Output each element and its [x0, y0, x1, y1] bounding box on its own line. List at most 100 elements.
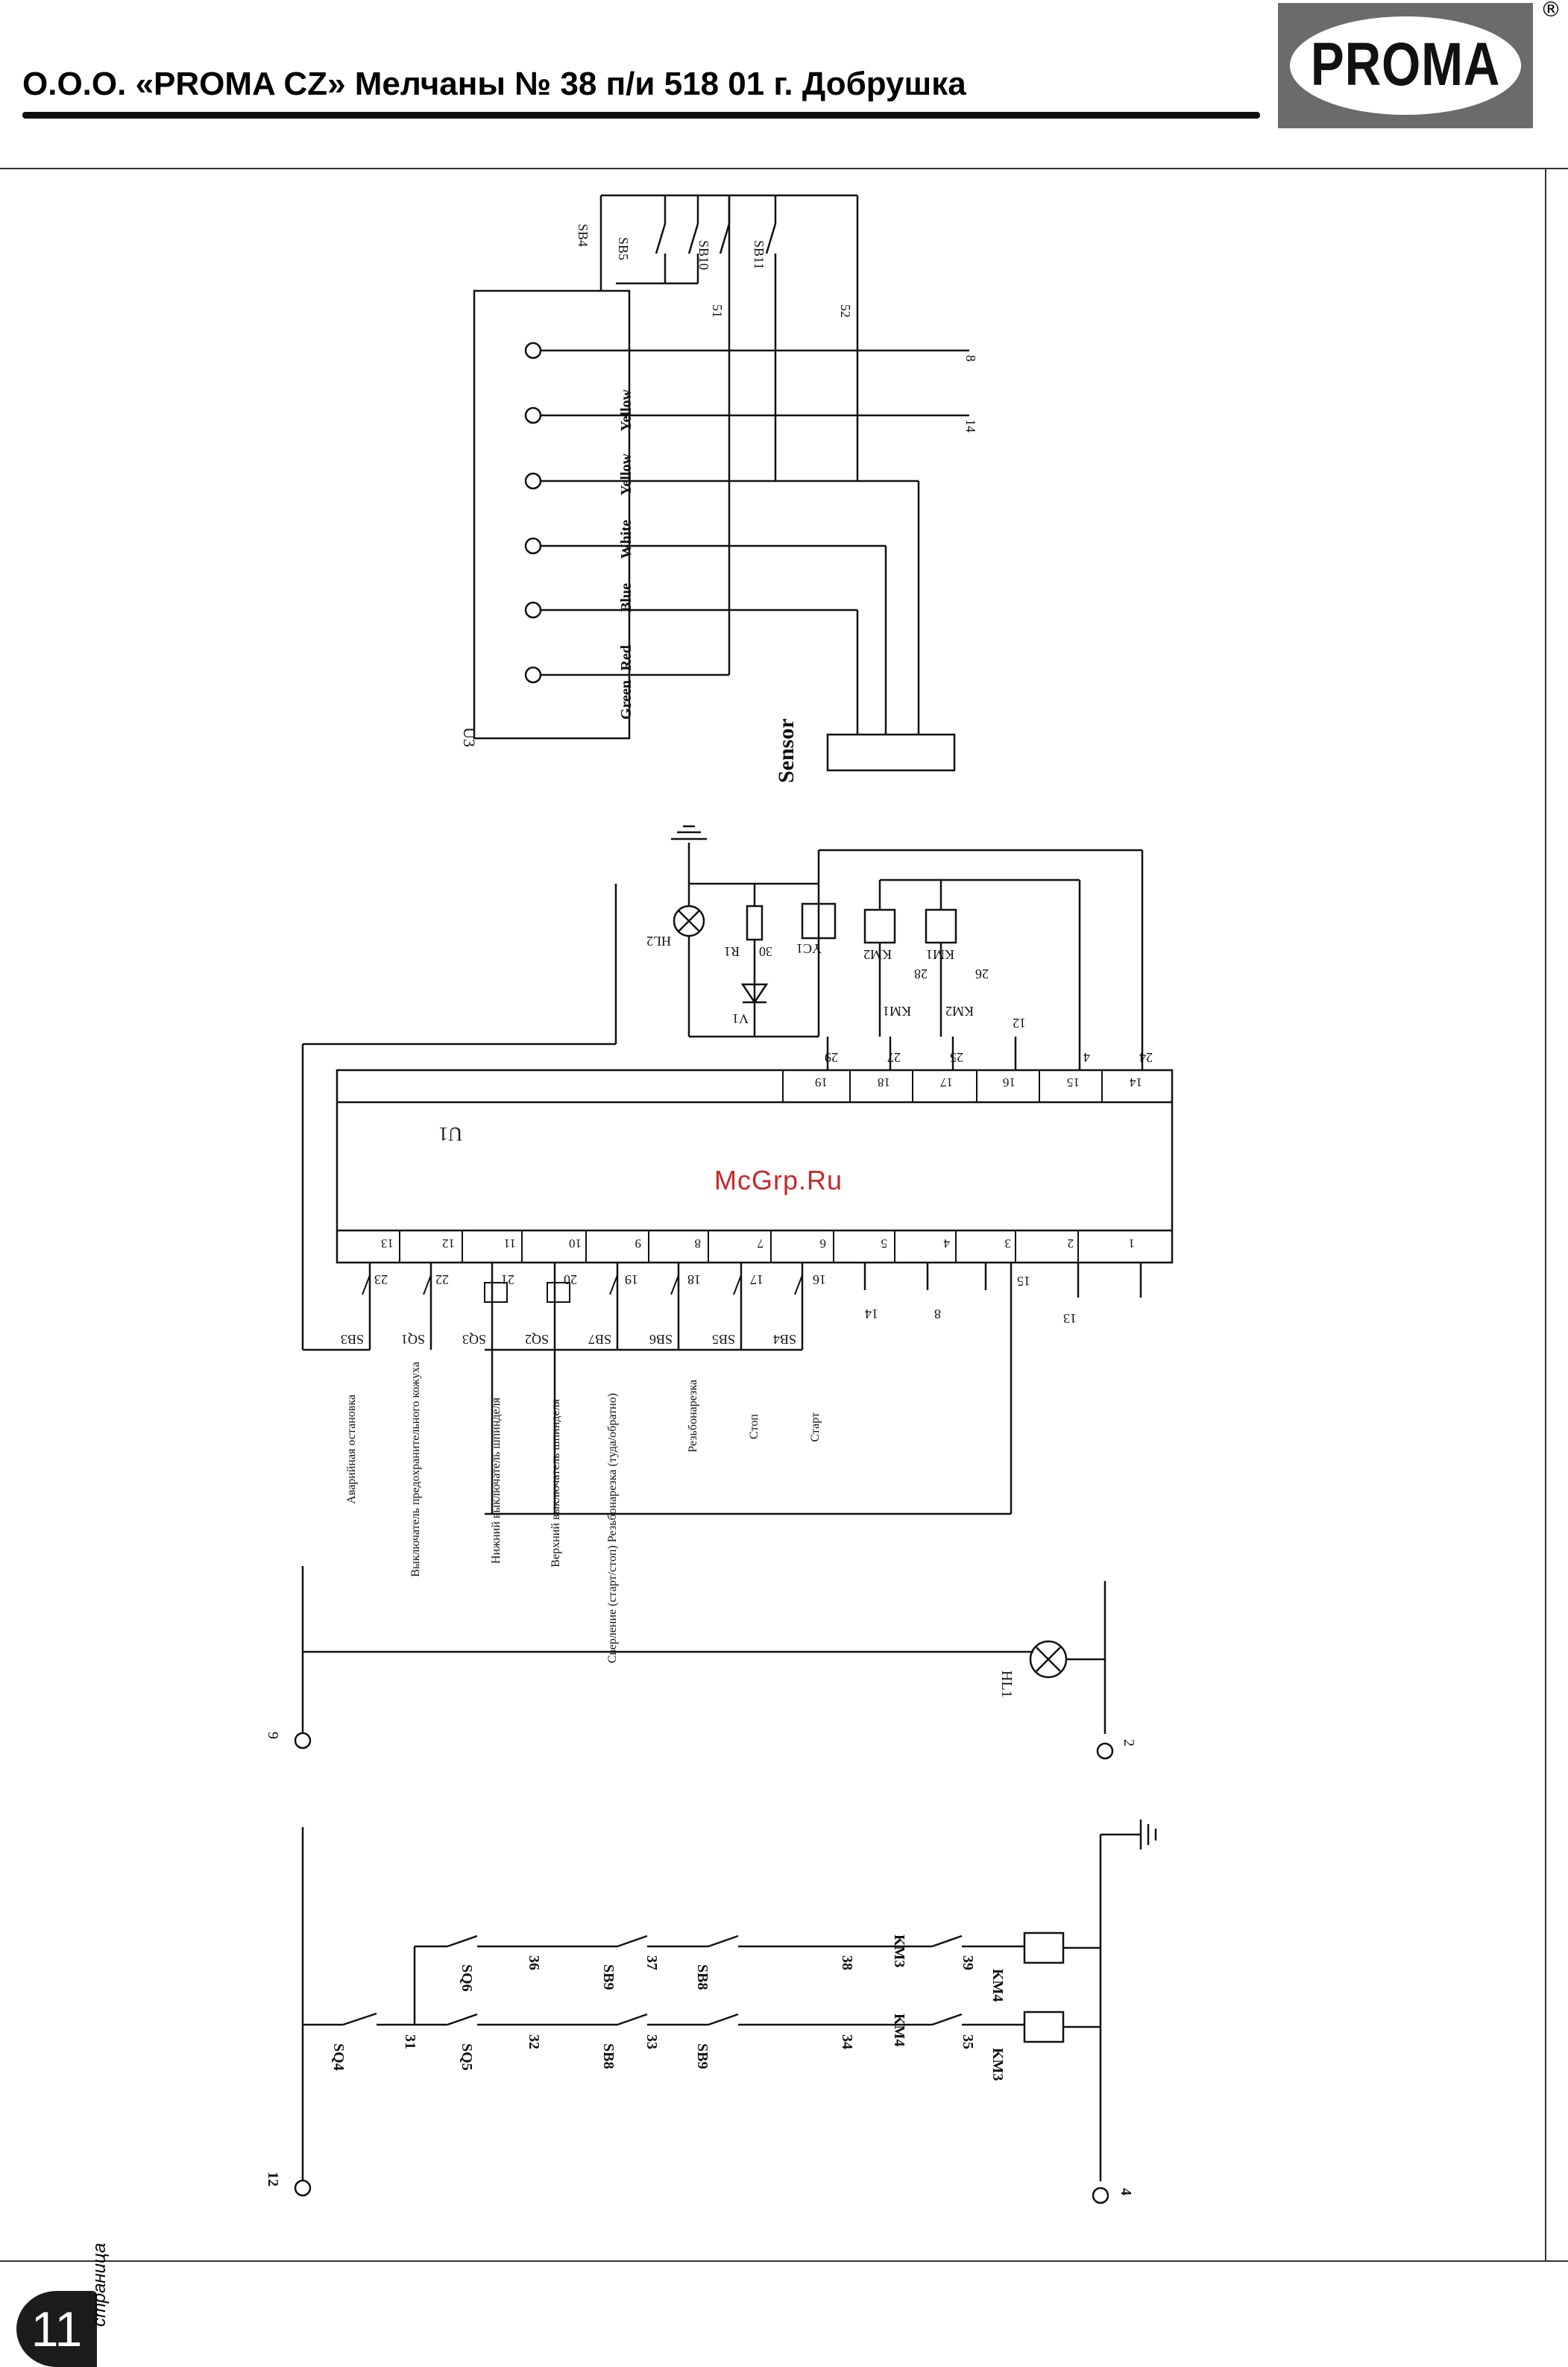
wire-label-yellow-1: Yellow: [618, 453, 635, 495]
u1-pin-4: 4: [943, 1236, 950, 1251]
motor-circuit: 12 4 SQ4 SQ5 SQ6 SB8 SB9 SB8 SB9 KM4 KM3…: [265, 1820, 1157, 2204]
contact-km4: KM4: [891, 2014, 907, 2046]
net-33: 33: [643, 2034, 660, 2049]
input-sb3-num: 23: [374, 1272, 388, 1287]
bottom-net-15: 15: [1017, 1274, 1030, 1289]
out-net-26: 26: [975, 966, 989, 981]
net-52-label: 52: [838, 304, 853, 318]
input-sb4-ref: SB4: [773, 1332, 796, 1347]
wire-label-green: Green: [618, 680, 635, 720]
u1-pin-14: 14: [1130, 1075, 1143, 1090]
desc-sb6: Резьбонарезка: [687, 1380, 699, 1453]
desc-sb5: Стоп: [748, 1414, 761, 1439]
bottom-net-14: 14: [865, 1307, 878, 1321]
page-number: 11: [31, 2301, 83, 2357]
u1-pin-12: 12: [442, 1236, 455, 1251]
net-39: 39: [960, 1955, 976, 1970]
u1-controller: U1 1 2 3 4 5 6 7 8 9 10 11 12 13: [301, 825, 1174, 1663]
u1-pin-11: 11: [504, 1236, 516, 1251]
u1-pin-17: 17: [940, 1075, 954, 1090]
net-31: 31: [402, 2034, 418, 2049]
u1-label: U1: [438, 1123, 462, 1145]
terminal-4: 4: [1118, 2188, 1134, 2195]
u1-pin-7: 7: [757, 1236, 763, 1251]
net-34: 34: [839, 2034, 855, 2049]
u3-label: U3: [460, 727, 479, 747]
contact-km2: KM2: [945, 1004, 974, 1019]
contact-sb9-1: SB9: [600, 1964, 617, 1990]
u1-pin-5: 5: [881, 1236, 888, 1251]
coil-km2: KM2: [863, 947, 892, 962]
input-sb5-num: 17: [750, 1272, 763, 1287]
lamp-hl2: HL2: [646, 934, 671, 949]
page-word: страница: [89, 2242, 110, 2327]
resistor-r1: R1: [724, 944, 740, 959]
desc-sb7: Сверление (старт/стоп) Резьбонарезка (ту…: [606, 1393, 619, 1663]
u1-pin-18: 18: [878, 1075, 890, 1090]
input-sq2-num: 20: [564, 1272, 577, 1287]
registered-mark: ®: [1540, 0, 1561, 22]
wire-label-red: Red: [618, 645, 635, 670]
u1-pin-9: 9: [635, 1236, 642, 1251]
u1-pin-10: 10: [569, 1236, 582, 1251]
clutch-yc1: YC1: [796, 941, 822, 956]
u1-pin-19: 19: [815, 1075, 828, 1090]
coil-km3: KM3: [989, 2048, 1006, 2081]
input-sq1-num: 22: [435, 1272, 449, 1287]
bottom-net-8: 8: [934, 1307, 941, 1321]
input-sq3-ref: SQ3: [462, 1332, 486, 1347]
net-37: 37: [643, 1955, 660, 1970]
out-net-25: 25: [950, 1050, 963, 1065]
wire-label-blue: Blue: [618, 583, 635, 612]
frame-right-border: [1545, 168, 1546, 2262]
contact-sq6: SQ6: [459, 1964, 475, 1992]
schematic-frame: [0, 168, 1568, 2262]
contact-km1: KM1: [883, 1004, 911, 1019]
contact-sb8-2: SB8: [694, 1964, 711, 1990]
logo-oval: [1290, 16, 1521, 115]
input-sb6-ref: SB6: [649, 1332, 673, 1347]
contact-sq5: SQ5: [459, 2043, 475, 2071]
contact-sb9-2: SB9: [694, 2043, 711, 2069]
net-38: 38: [839, 1955, 855, 1970]
out-net-28: 28: [914, 966, 928, 981]
terminal-2: 2: [1121, 1739, 1137, 1747]
net-32: 32: [526, 2034, 542, 2049]
desc-sq3: Нижний выключатель шпинделя: [490, 1397, 503, 1564]
watermark: McGrp.Ru: [714, 1165, 843, 1195]
out-net-24: 24: [1139, 1050, 1153, 1065]
input-sq2-ref: SQ2: [525, 1332, 549, 1347]
input-sq1-ref: SQ1: [401, 1332, 425, 1347]
net-35: 35: [960, 2034, 976, 2049]
header-divider: [22, 112, 1260, 119]
input-sb7-num: 19: [625, 1272, 638, 1287]
u3-module: U3 Green Red Blue White Yellow Yellow Se…: [460, 194, 978, 783]
switch-sb5: SB5: [616, 237, 631, 260]
input-sb7-ref: SB7: [588, 1332, 611, 1347]
diode-v1: V1: [732, 1011, 749, 1026]
net-14-label: 14: [963, 419, 978, 433]
u1-pin-2: 2: [1068, 1236, 1074, 1251]
u1-pin-15: 15: [1067, 1075, 1080, 1090]
u1-pin-16: 16: [1003, 1075, 1016, 1090]
desc-sb3: Аварийная остановка: [345, 1395, 358, 1504]
contact-km3: KM3: [891, 1934, 907, 1967]
u1-pin-8: 8: [695, 1236, 702, 1251]
terminal-12: 12: [265, 2172, 281, 2187]
out-net-4: 4: [1083, 1050, 1090, 1065]
out-net-12: 12: [1013, 1016, 1026, 1031]
desc-sq1: Выключатель предохранительного кожуха: [409, 1362, 422, 1577]
contact-sb8-1: SB8: [600, 2043, 617, 2069]
page-header-title: О.О.О. «PROMA CZ» Мелчаны № 38 п/и 518 0…: [22, 66, 966, 102]
bottom-net-13: 13: [1063, 1311, 1077, 1326]
input-sq3-num: 21: [501, 1272, 514, 1287]
switch-sb4: SB4: [576, 224, 591, 247]
net-36: 36: [526, 1955, 542, 1970]
hl1-lamp-circuit: HL1 9 2: [265, 1566, 1137, 1760]
coil-km4: KM4: [989, 1969, 1006, 2002]
input-sb4-num: 16: [813, 1272, 826, 1287]
wire-label-white: White: [618, 520, 635, 559]
out-net-27: 27: [887, 1050, 901, 1065]
u1-pin-6: 6: [820, 1236, 827, 1251]
